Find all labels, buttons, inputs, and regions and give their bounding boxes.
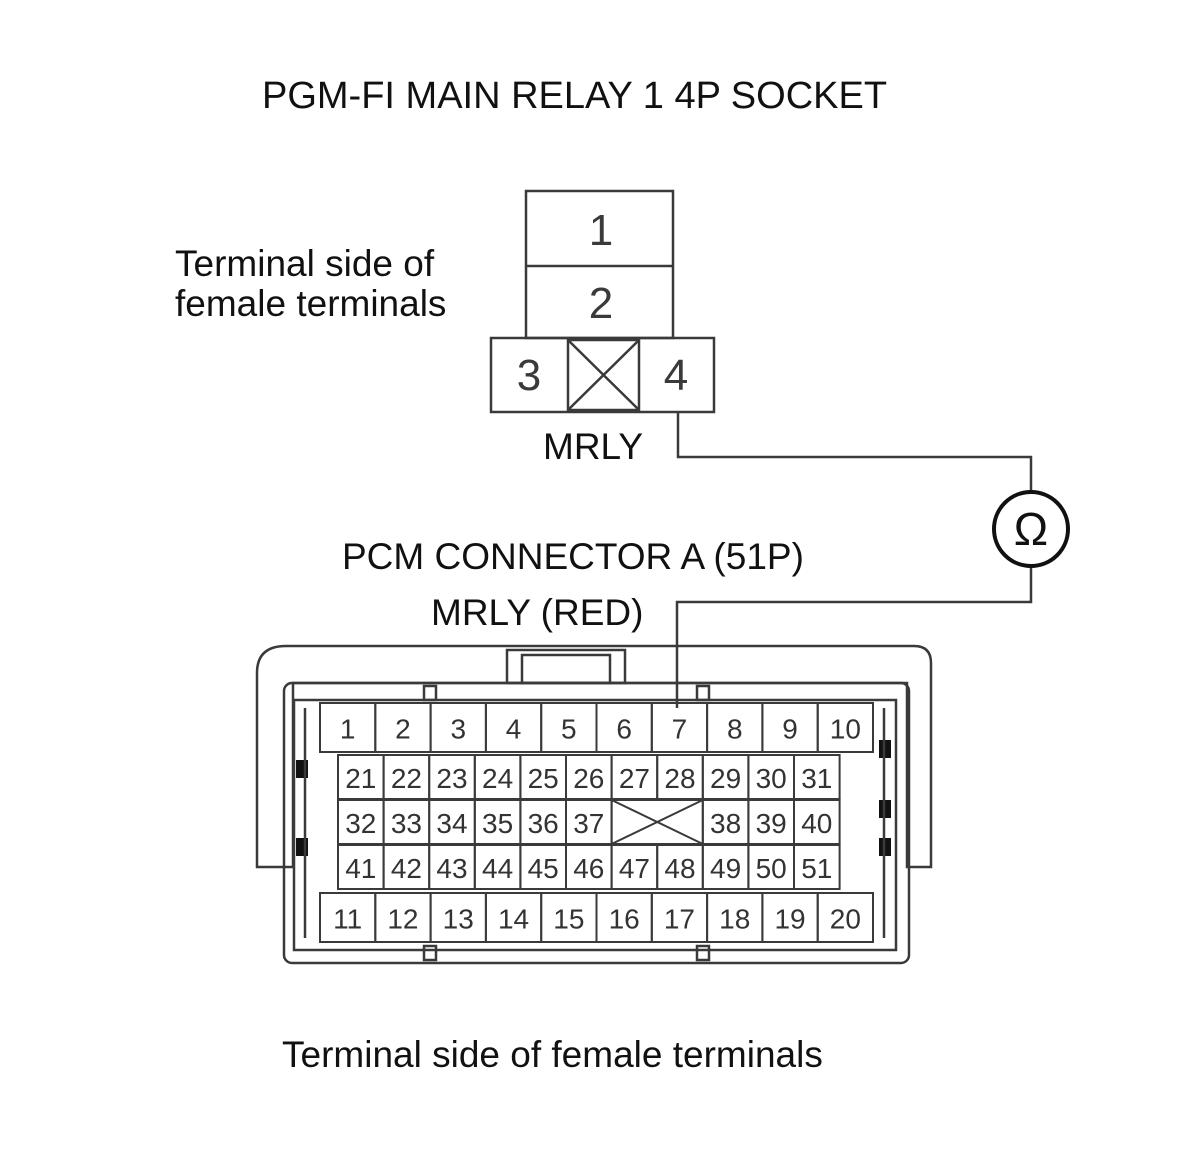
pcm-terminal-13: 13 — [443, 904, 474, 935]
pcm-terminal-20: 20 — [830, 904, 861, 935]
pcm-terminal-5: 5 — [561, 714, 577, 745]
pcm-end-ribs — [303, 708, 886, 938]
pcm-terminal-11: 11 — [333, 904, 362, 935]
relay-terminal-4: 4 — [664, 351, 688, 400]
relay-blank-x-b — [567, 339, 640, 411]
pcm-terminal-39: 39 — [756, 808, 787, 839]
pcm-inner-body — [282, 681, 911, 965]
ohmmeter-icon: Ω — [992, 490, 1070, 568]
pcm-terminal-16: 16 — [609, 904, 640, 935]
pcm-terminal-12: 12 — [387, 904, 418, 935]
pcm-connector-title: PCM CONNECTOR A (51P) — [342, 536, 804, 577]
pcm-terminal-23: 23 — [436, 763, 467, 794]
pcm-lock-tab-inner — [520, 653, 612, 685]
relay-view-label-line2: female terminals — [175, 283, 447, 324]
pcm-terminal-18: 18 — [719, 904, 750, 935]
relay-terminal-3: 3 — [517, 351, 541, 400]
pcm-terminal-19: 19 — [774, 904, 805, 935]
pcm-blank-cavity — [610, 799, 704, 845]
pcm-terminal-17: 17 — [664, 904, 695, 935]
pcm-outer-shell — [255, 644, 933, 869]
ohm-symbol: Ω — [1014, 503, 1048, 555]
relay-socket-lower-body — [489, 336, 716, 414]
pcm-terminal-24: 24 — [482, 763, 513, 794]
relay-terminal-1: 1 — [589, 206, 613, 255]
pcm-cavity-51 — [793, 844, 841, 890]
pcm-terminal-51: 51 — [801, 853, 832, 884]
pcm-terminal-31: 31 — [801, 763, 832, 794]
pcm-terminal-50: 50 — [756, 853, 787, 884]
pcm-cavity-20 — [816, 892, 875, 943]
pcm-terminal-8: 8 — [727, 714, 743, 745]
pcm-terminal-30: 30 — [756, 763, 787, 794]
pcm-key-top-left — [422, 684, 438, 702]
pcm-connector-housing — [255, 644, 933, 965]
pcm-terminal-21: 21 — [345, 763, 376, 794]
wire-relay-to-meter — [676, 412, 1033, 496]
pcm-terminal-22: 22 — [391, 763, 422, 794]
pcm-key-bottom-right — [695, 944, 711, 962]
pcm-terminal-2: 2 — [395, 714, 411, 745]
pcm-terminal-35: 35 — [482, 808, 513, 839]
wire-meter-to-pcm — [675, 561, 1033, 708]
pcm-terminal-38: 38 — [710, 808, 741, 839]
pcm-terminal-33: 33 — [391, 808, 422, 839]
pcm-terminal-6: 6 — [616, 714, 632, 745]
pcm-terminal-32: 32 — [345, 808, 376, 839]
pcm-terminal-1: 1 — [340, 714, 356, 745]
probe-wires — [675, 412, 1033, 708]
pcm-terminal-10: 10 — [830, 714, 861, 745]
relay-view-label: Terminal side of female terminals — [175, 244, 446, 324]
pcm-cavity-10 — [816, 702, 875, 753]
pcm-terminal-9: 9 — [782, 714, 798, 745]
pcm-terminal-43: 43 — [436, 853, 467, 884]
pcm-view-label: Terminal side of female terminals — [282, 1034, 823, 1075]
pcm-terminal-34: 34 — [436, 808, 467, 839]
pcm-terminal-25: 25 — [528, 763, 559, 794]
pcm-terminal-41: 41 — [345, 853, 376, 884]
pcm-key-top-right — [695, 684, 711, 702]
diagram-title: PGM-FI MAIN RELAY 1 4P SOCKET — [262, 75, 888, 117]
relay-socket-blank-cavity — [566, 338, 641, 412]
pcm-terminal-4: 4 — [506, 714, 522, 745]
pcm-terminal-42: 42 — [391, 853, 422, 884]
pcm-cavity-area — [292, 698, 898, 952]
pcm-terminal-7: 7 — [672, 714, 688, 745]
relay-view-label-line1: Terminal side of — [175, 243, 435, 284]
pcm-terminal-15: 15 — [553, 904, 584, 935]
pcm-terminal-14: 14 — [498, 904, 529, 935]
relay-probe-label: MRLY — [543, 426, 644, 467]
pcm-blank-x-b — [611, 799, 704, 845]
pcm-terminal-3: 3 — [450, 714, 466, 745]
pcm-terminal-49: 49 — [710, 853, 741, 884]
pcm-terminal-28: 28 — [664, 763, 695, 794]
pcm-terminal-44: 44 — [482, 853, 513, 884]
pcm-terminal-26: 26 — [573, 763, 604, 794]
pcm-terminal-47: 47 — [619, 853, 650, 884]
relay-terminal-numbers: 1 2 3 4 — [517, 206, 688, 400]
pcm-terminal-29: 29 — [710, 763, 741, 794]
pcm-terminal-37: 37 — [573, 808, 604, 839]
relay-terminal-2: 2 — [589, 279, 613, 328]
pcm-probe-label: MRLY (RED) — [431, 592, 644, 633]
relay-socket — [489, 189, 716, 414]
pcm-terminal-40: 40 — [801, 808, 832, 839]
pcm-terminal-27: 27 — [619, 763, 650, 794]
pcm-terminal-45: 45 — [528, 853, 559, 884]
pcm-terminal-46: 46 — [573, 853, 604, 884]
pcm-key-bottom-left — [422, 944, 438, 962]
pcm-terminal-48: 48 — [664, 853, 695, 884]
pcm-terminal-36: 36 — [528, 808, 559, 839]
